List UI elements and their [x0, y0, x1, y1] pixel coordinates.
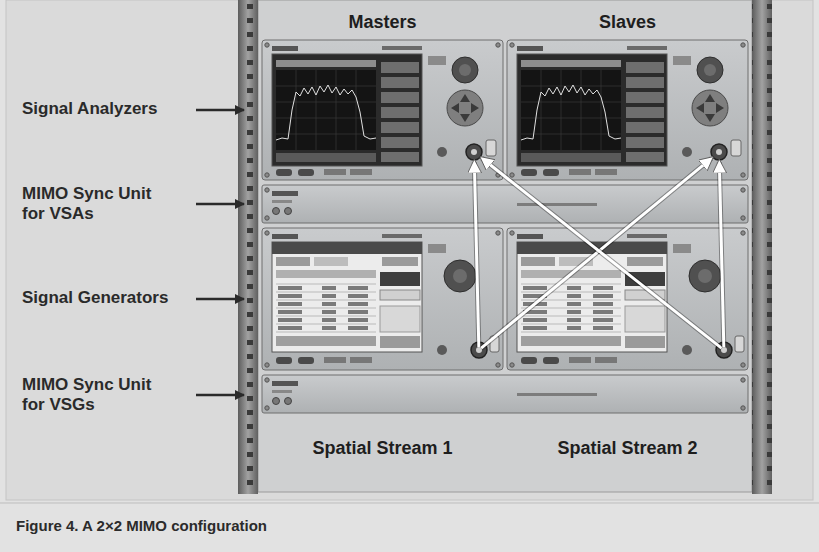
rack-post	[238, 0, 258, 494]
signal-generator	[262, 228, 503, 370]
signal-arrow	[482, 158, 722, 348]
column-heading: Masters	[262, 11, 503, 33]
arrow-line	[482, 158, 722, 348]
caption-rule	[0, 503, 819, 504]
generator-panel: Spatial Stream 2	[507, 228, 748, 370]
arrow-shadow	[482, 158, 722, 348]
analyzer-panel: Masters	[262, 40, 503, 180]
stream-label: Spatial Stream 2	[507, 437, 748, 459]
sync-unit	[262, 375, 748, 413]
pointer-arrows	[196, 110, 244, 395]
rack-holes	[752, 0, 772, 494]
row-label: Signal Generators	[22, 288, 168, 308]
rack-holes	[238, 0, 258, 494]
arrow-shadow	[474, 162, 479, 347]
signal-arrow	[474, 162, 479, 347]
row-label: MIMO Sync Unit for VSAs	[22, 184, 162, 224]
arrow-line	[719, 162, 724, 347]
row-label: MIMO Sync Unit for VSGs	[22, 375, 162, 415]
generator-panel: Spatial Stream 1	[262, 228, 503, 370]
stream-label: Spatial Stream 1	[262, 437, 503, 459]
signal-analyzer	[262, 40, 503, 180]
analyzer-panel: Slaves	[507, 40, 748, 180]
rack-panel	[258, 0, 752, 492]
figure-frame	[6, 0, 813, 500]
figure-caption: Figure 4. A 2×2 MIMO configuration	[16, 517, 267, 534]
arrow-shadow	[719, 162, 724, 347]
column-heading: Slaves	[507, 11, 748, 33]
row-label: Signal Analyzers	[22, 99, 157, 119]
rack-post	[752, 0, 772, 494]
signal-arrow	[719, 162, 724, 347]
arrow-line	[474, 162, 479, 347]
